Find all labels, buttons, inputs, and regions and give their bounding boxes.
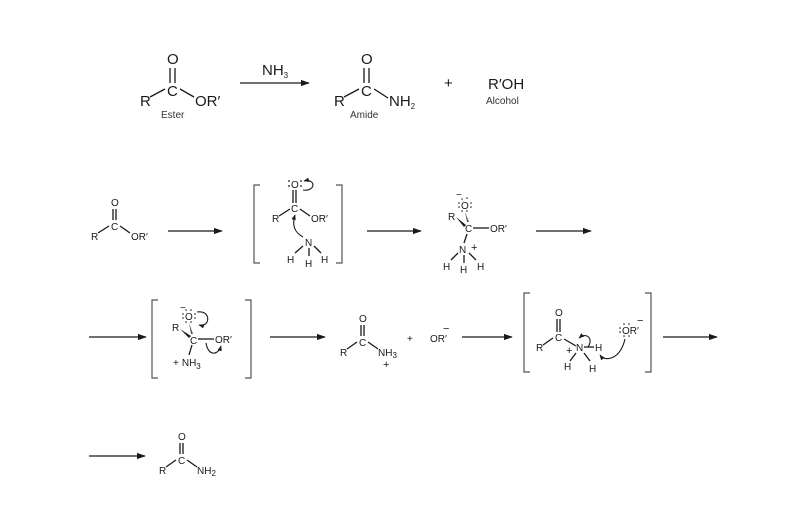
plus-sign: + [444,75,453,92]
amide-label: Amide [350,110,379,121]
atom-o: O [359,314,367,325]
atom-c: C [361,83,372,100]
atom-c: C [178,456,185,467]
alcohol-structure: R′OH Alcohol [486,76,524,107]
step7-final-amide: O C R NH2 [159,432,216,478]
atom-c: C [555,333,562,344]
alkoxide: OR′ − [430,323,449,345]
reagent-arrow: NH3 [240,62,310,87]
atom-or: OR′ [490,224,507,235]
charge-minus: − [180,303,186,314]
atom-c: C [465,224,472,235]
atom-r: R [536,343,543,354]
atom-o: O [291,180,299,191]
atom-c: C [167,83,178,100]
alcohol-label: Alcohol [486,96,519,107]
step6-deprotonation: O C R + N H H H OR′ − [523,292,652,375]
alkoxide-or: OR′ [430,334,447,345]
atom-o: O [185,312,193,323]
charge-minus: − [456,190,462,201]
atom-o: O [461,201,469,212]
ammonium-group: +NH3 [173,358,201,371]
amide-structure: O C R NH2 Amide [334,51,416,121]
charge-plus: + [566,345,572,357]
step3-tetrahedral-intermediate: − O C R OR′ N + H H H [443,190,507,276]
atom-nh2: NH2 [389,93,416,111]
alkoxide-or: OR′ [622,326,639,337]
atom-or: OR′ [131,232,148,243]
atom-h: H [287,255,294,266]
alcohol-formula: R′OH [488,76,524,93]
ester-label: Ester [161,110,185,121]
curly-arrow [205,342,222,354]
atom-o: O [555,308,563,319]
atom-c: C [111,222,118,233]
curly-arrow [578,333,591,348]
atom-r: R [334,93,345,110]
atom-or: OR′ [311,214,328,225]
atom-h: H [443,262,450,273]
atom-r: R [340,348,347,359]
ester-structure: O C R OR′ Ester [140,51,221,121]
atom-h: H [589,364,596,375]
atom-h: H [564,362,571,373]
atom-h: H [477,262,484,273]
atom-o: O [178,432,186,443]
charge-minus: − [637,315,643,327]
step2-nucleophilic-attack: O C R OR′ N H H H [253,177,343,270]
atom-nh3: NH3 [378,348,397,360]
charge-minus: − [443,323,449,335]
curly-arrow [291,214,304,238]
charge-plus: + [471,242,477,254]
atom-or: OR′ [215,335,232,346]
charge-plus: + [383,359,389,371]
reagent-nh3: NH3 [262,62,289,80]
step4-collapse-intermediate: − O C R OR′ +NH3 [151,299,252,379]
atom-r: R [448,212,455,223]
atom-o: O [111,198,119,209]
atom-r: R [140,93,151,110]
atom-r: R [91,232,98,243]
curly-arrow [196,311,209,329]
atom-r: R [272,214,279,225]
atom-o: O [167,51,179,68]
curly-arrow [302,177,314,191]
step5-protonated-amide: O C R NH3 + [340,314,397,371]
atom-h: H [595,343,602,354]
atom-c: C [190,336,197,347]
step1-ester: O C R OR′ [91,198,148,243]
atom-n: N [459,245,466,256]
curly-arrow [599,338,626,361]
atom-r: R [172,323,179,334]
atom-h: H [460,265,467,276]
atom-c: C [291,204,298,215]
atom-h: H [321,255,328,266]
atom-c: C [359,338,366,349]
plus-sign: + [407,334,413,345]
atom-nh2: NH2 [197,466,216,478]
atom-o: O [361,51,373,68]
atom-h: H [305,259,312,270]
atom-r: R [159,466,166,477]
atom-n: N [305,238,312,249]
atom-or: OR′ [195,93,221,110]
atom-n: N [576,343,583,354]
